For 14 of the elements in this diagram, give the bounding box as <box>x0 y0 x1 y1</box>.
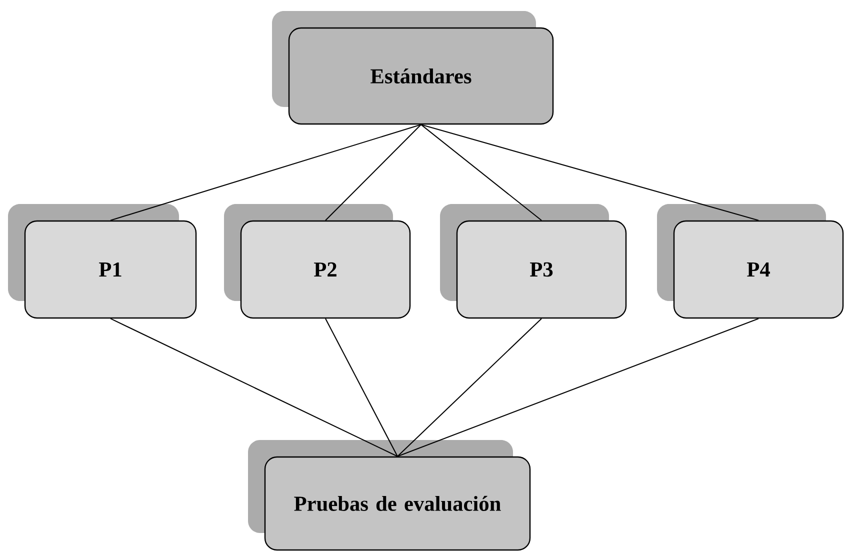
connector-line <box>325 124 422 221</box>
rounded-box: P4 <box>657 204 844 319</box>
rounded-box: P3 <box>440 204 627 319</box>
connector-line <box>110 318 398 457</box>
connector-line <box>420 124 542 221</box>
rounded-box: P1 <box>8 204 197 319</box>
connector-line <box>110 124 422 221</box>
connector-line <box>397 318 759 457</box>
rounded-box: Estándares <box>272 11 554 125</box>
connector-line <box>420 124 759 221</box>
rounded-box: P2 <box>224 204 411 319</box>
connector-line <box>325 318 398 457</box>
connector-line <box>397 318 542 457</box>
rounded-box: Pruebas de evaluación <box>248 440 531 551</box>
